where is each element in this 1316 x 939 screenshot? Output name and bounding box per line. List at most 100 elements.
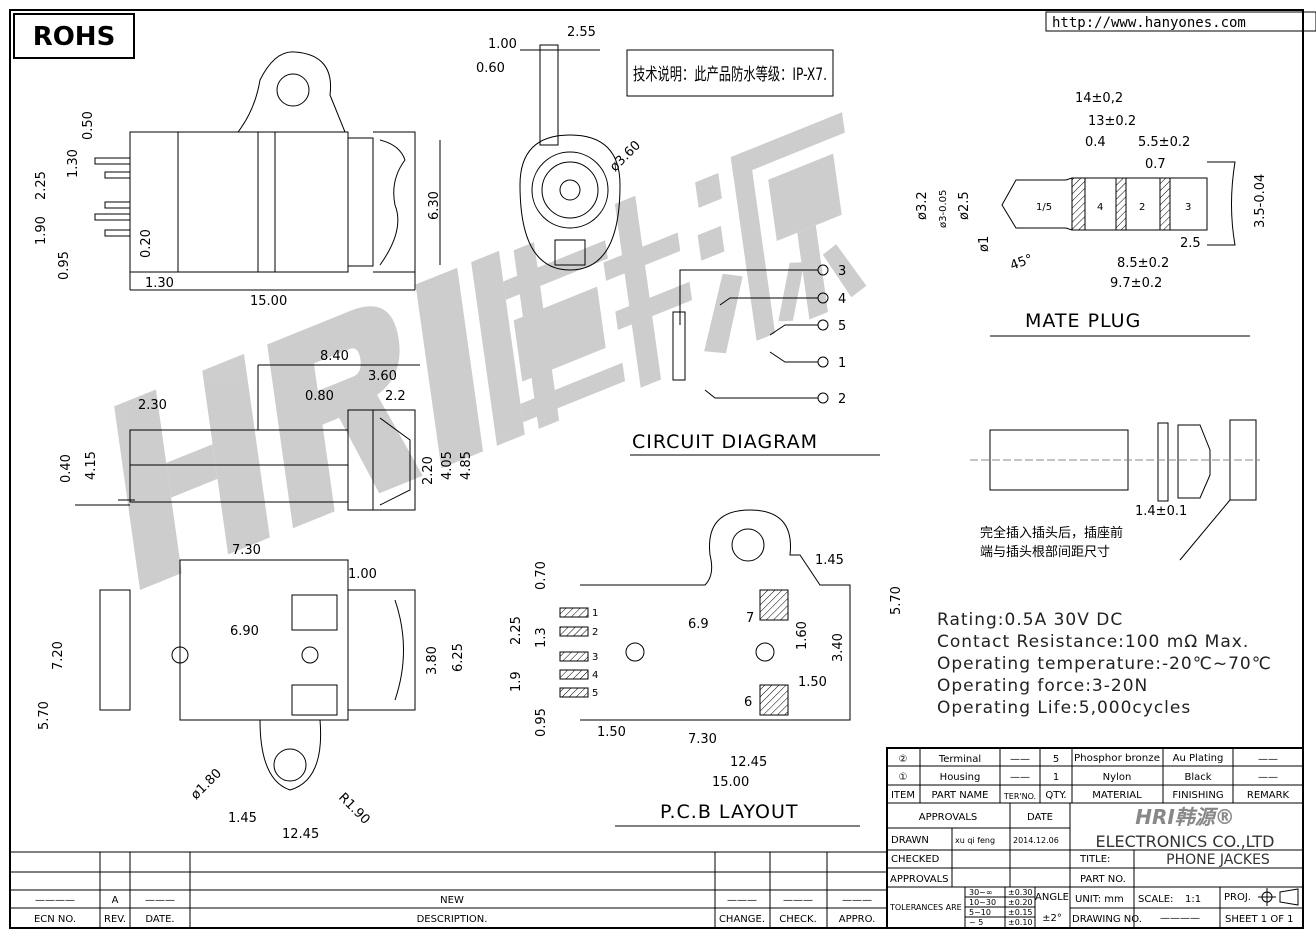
- dimension-label: 完全插入插头后，插座前: [980, 525, 1123, 541]
- dimension-label: 1.60: [795, 621, 810, 650]
- dimension-label: 4.85: [459, 451, 474, 480]
- dimension-label: 3: [1185, 202, 1191, 213]
- dimension-label: Terminal: [938, 754, 981, 765]
- dimension-label: 1:1: [1185, 894, 1201, 905]
- dimension-label: 14±0,2: [1075, 91, 1123, 106]
- dimension-label: TOLERANCES ARE: [889, 903, 962, 912]
- dimension-label: Housing: [940, 772, 981, 783]
- dimension-label: 1.4±0.1: [1135, 504, 1187, 519]
- dimension-label: DATE: [1027, 812, 1053, 823]
- dimension-label: CHECK.: [779, 914, 817, 925]
- dimension-label: TER'NO.: [1003, 792, 1036, 801]
- dimension-label: 0.50: [81, 111, 96, 140]
- dimension-label: 0.60: [476, 61, 505, 76]
- dimension-label: 0.95: [534, 708, 549, 737]
- dimension-label: Au Plating: [1173, 753, 1224, 764]
- dimension-label: 1.30: [66, 149, 81, 178]
- dimension-label: SHEET 1 OF 1: [1225, 914, 1294, 925]
- dimension-label: ——: [1010, 772, 1030, 783]
- dimension-label: R1.90: [335, 790, 372, 827]
- company-name: ELECTRONICS CO.,LTD: [1096, 832, 1275, 851]
- dimension-label: 45°: [1008, 252, 1035, 274]
- dimension-label: 2.30: [138, 398, 167, 413]
- dimension-label: 0.4: [1085, 135, 1106, 150]
- dimension-label: DESCRIPTION.: [417, 914, 488, 925]
- dimension-label: 10~30: [969, 898, 996, 907]
- dimension-label: 1: [592, 608, 598, 619]
- dimension-label: ——: [1258, 754, 1278, 765]
- dimension-label: 1: [1053, 772, 1059, 783]
- dimension-label: ±0.15: [1008, 908, 1033, 917]
- dimension-label: 5~10: [969, 908, 991, 917]
- dimension-label: 1.00: [348, 567, 377, 582]
- dimension-label: 7.30: [688, 732, 717, 747]
- hri-watermark-logo: [114, 112, 867, 590]
- dimension-label: 4.15: [84, 451, 99, 480]
- dimension-label: 0.20: [139, 229, 154, 258]
- dimension-label: ———: [783, 895, 813, 906]
- dimension-label: ±0.10: [1008, 918, 1033, 927]
- dimension-label: REMARK: [1247, 790, 1290, 801]
- dimension-label: Operating temperature:-20℃~70℃: [937, 654, 1272, 674]
- dimension-label: 2.25: [34, 171, 49, 200]
- circuit-diagram: 3 4 5 1 2 CIRCUIT DIAGRAM: [630, 264, 880, 456]
- dimension-label: ~ 5: [969, 918, 983, 927]
- dimension-label: 7.20: [51, 641, 66, 670]
- dimension-label: 0.7: [1145, 157, 1166, 172]
- dimension-label: 2: [1139, 202, 1145, 213]
- dimension-label: 5.70: [37, 701, 52, 730]
- dimension-label: PROJ.: [1224, 892, 1251, 903]
- ratings-specs: Rating:0.5A 30V DC Contact Resistance:10…: [937, 610, 1272, 718]
- dimension-label: 3.60: [368, 369, 397, 384]
- dimension-label: 15.00: [250, 294, 287, 309]
- dimension-label: TITLE:: [1079, 854, 1110, 865]
- dimension-label: ECN NO.: [34, 914, 76, 925]
- dimension-label: 8.40: [320, 349, 349, 364]
- company-logo: HRI韩源®: [1135, 805, 1235, 829]
- dimension-label: ø3-0.05: [938, 190, 949, 228]
- dimension-label: 1.3: [534, 627, 549, 648]
- dimension-label: A: [112, 895, 119, 906]
- dimension-label: ±0.20: [1008, 898, 1033, 907]
- dimension-label: 4.05: [440, 451, 455, 480]
- dimension-label: 3: [838, 264, 846, 279]
- dimension-label: 2.25: [509, 616, 524, 645]
- side-view: 8.40 3.60 0.80 2.2 2.30 0.40 4.15 2.20 4…: [59, 349, 474, 511]
- dimension-label: ————: [1160, 913, 1200, 924]
- drawing-title: PHONE JACKES: [1166, 852, 1270, 868]
- dimension-label: ANGLE: [1035, 892, 1069, 903]
- dimension-label: 0.40: [59, 454, 74, 483]
- dimension-label: PART NAME: [931, 790, 988, 801]
- dimension-label: CHECKED: [891, 854, 940, 865]
- dimension-label: 端与插头根部间距尺寸: [980, 545, 1110, 560]
- dimension-label: DRAWING NO.: [1072, 914, 1142, 925]
- dimension-label: ————: [35, 895, 75, 906]
- mate-plug: 1/5 4 2 3 14±0,2 13±0.2 0.4 5.5±0.2 0.7 …: [915, 91, 1268, 337]
- projection-symbol-icon: [1258, 888, 1299, 906]
- waterproof-note: 技术说明：此产品防水等级：IP-X7.: [626, 49, 834, 97]
- website-url[interactable]: http://www.hanyones.com: [1045, 11, 1316, 32]
- dimension-label: 2: [592, 627, 598, 638]
- rohs-label: ROHS: [33, 22, 116, 52]
- dimension-label: 7: [746, 611, 754, 626]
- dimension-label: 3.80: [425, 646, 440, 675]
- dimension-label: DATE.: [145, 914, 174, 925]
- url-text[interactable]: http://www.hanyones.com: [1052, 15, 1246, 31]
- dimension-label: QTY.: [1045, 790, 1066, 801]
- dimension-label: Nylon: [1103, 772, 1132, 783]
- dimension-label: 6.30: [427, 191, 442, 220]
- dimension-label: 1.45: [228, 811, 257, 826]
- dimension-label: 12.45: [282, 827, 319, 842]
- dimension-label: 0.80: [305, 389, 334, 404]
- dimension-label: ITEM: [891, 790, 915, 801]
- dimension-label: 8.5±0.2: [1117, 256, 1169, 271]
- dimension-label: APPRO.: [839, 914, 876, 925]
- revision-table: ———— A ——— NEW ——— ——— ——— ECN NO. REV. …: [10, 851, 887, 928]
- dimension-label: 6.9: [688, 617, 709, 632]
- dimension-label: 0.95: [57, 251, 72, 280]
- dimension-label: 6.90: [230, 624, 259, 639]
- dimension-label: 4: [592, 670, 598, 681]
- title-block: ② Terminal —— 5 Phosphor bronze Au Plati…: [886, 747, 1304, 929]
- dimension-label: ①: [899, 772, 908, 783]
